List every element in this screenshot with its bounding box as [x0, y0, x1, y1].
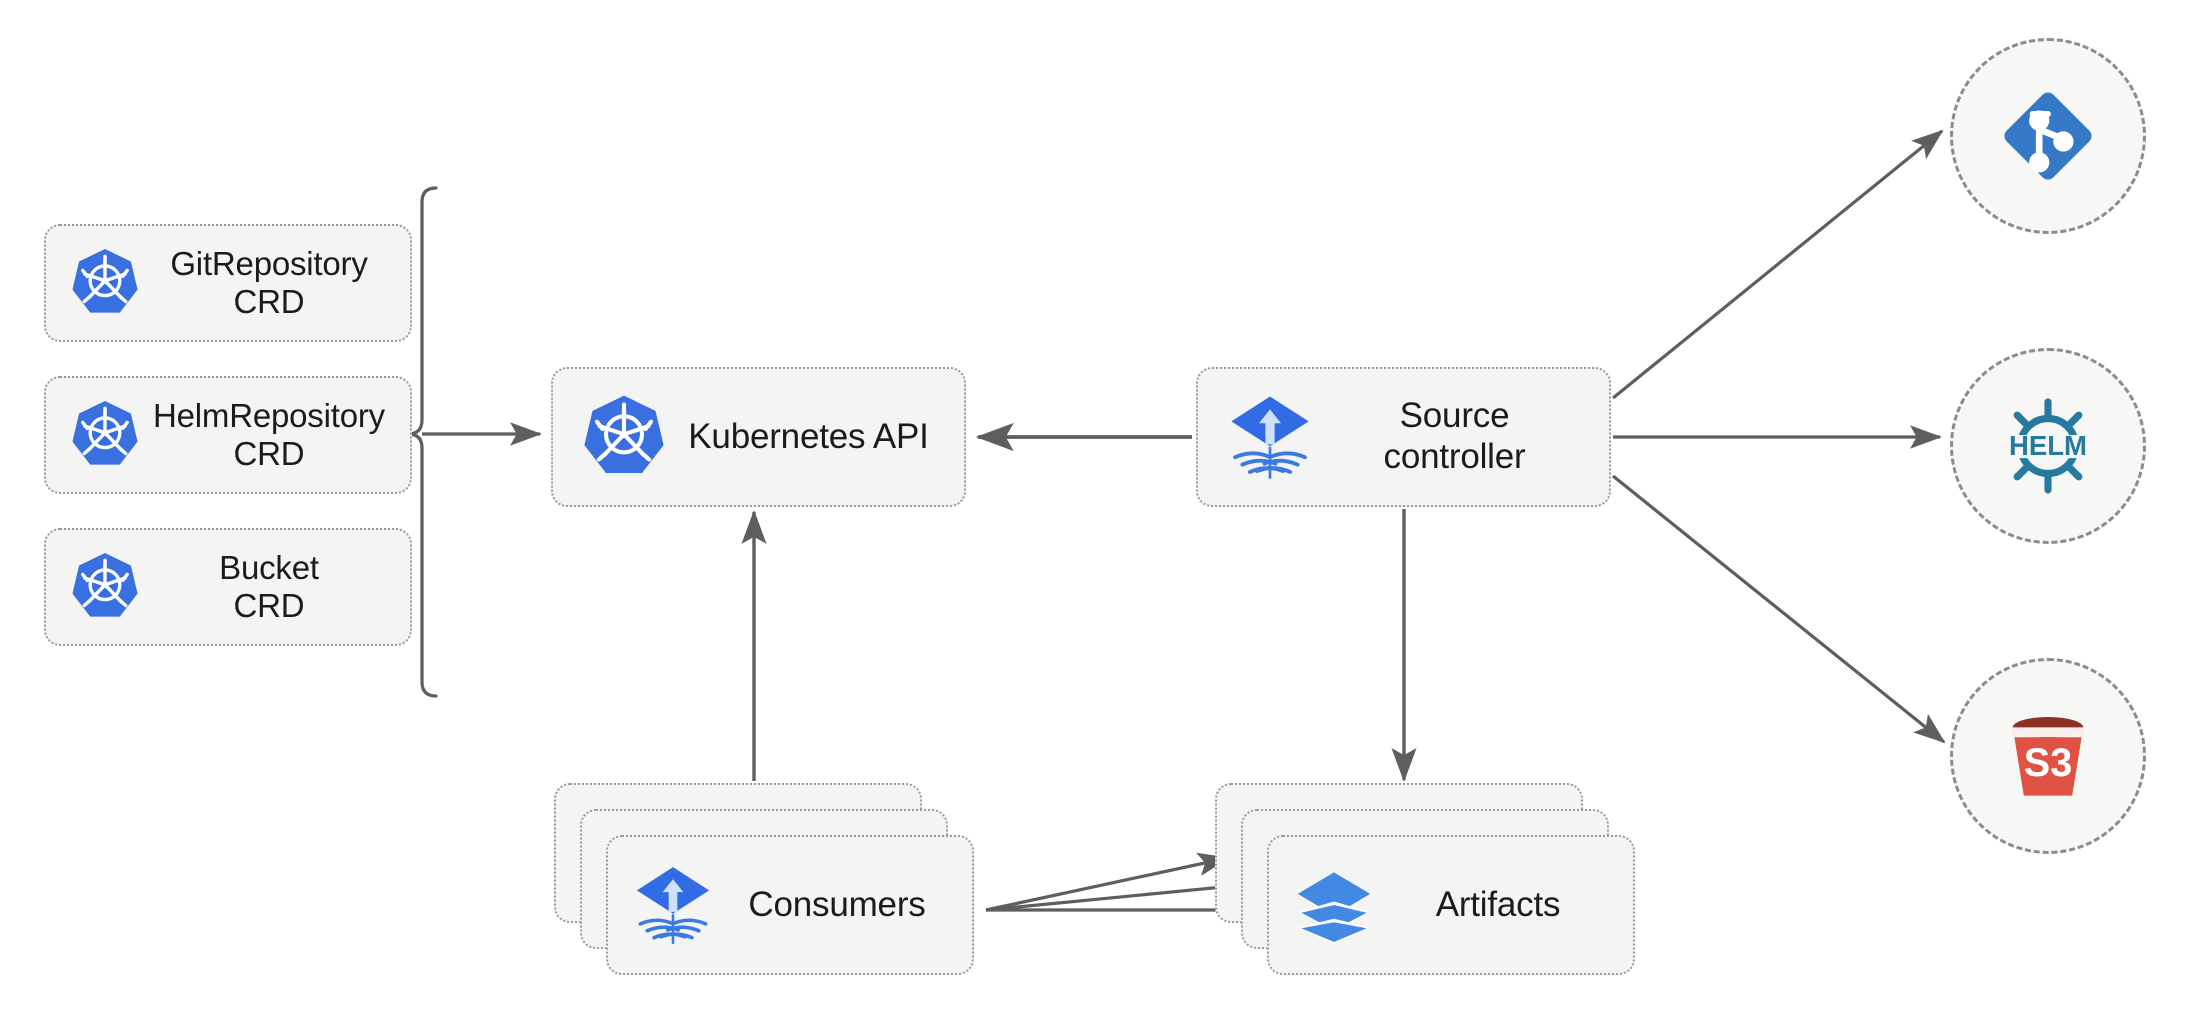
node-label: Kubernetes API — [688, 416, 929, 456]
kubernetes-icon — [68, 246, 142, 320]
node-gitrepository-crd[interactable]: GitRepository CRD — [44, 224, 412, 342]
flux-icon — [630, 862, 716, 948]
helm-icon: HELM — [1993, 391, 2103, 501]
flux-icon — [1224, 391, 1316, 483]
node-helm-source[interactable]: HELM — [1950, 348, 2146, 544]
node-consumers[interactable]: Consumers — [554, 783, 974, 983]
edge-source-to-git — [1611, 129, 1944, 400]
s3-label: S3 — [2024, 741, 2072, 785]
edge-consumers-to-artifacts-2 — [985, 875, 1256, 912]
node-source-controller[interactable]: Source controller — [1196, 367, 1611, 507]
node-label: HelmRepository CRD — [153, 396, 385, 472]
node-helmrepository-crd[interactable]: HelmRepository CRD — [44, 376, 412, 494]
node-bucket-crd[interactable]: Bucket CRD — [44, 528, 412, 646]
node-label: Bucket CRD — [219, 548, 319, 624]
layers-icon — [1291, 862, 1377, 948]
node-kubernetes-api[interactable]: Kubernetes API — [551, 367, 966, 507]
node-label: GitRepository CRD — [170, 244, 368, 320]
node-git-source[interactable] — [1950, 38, 2146, 234]
edge-source-to-s3 — [1611, 474, 1946, 744]
git-icon — [1993, 81, 2103, 191]
node-s3-source[interactable]: S3 — [1950, 658, 2146, 854]
crd-group-brace — [407, 186, 438, 698]
kubernetes-icon — [579, 392, 669, 482]
kubernetes-icon — [68, 550, 142, 624]
consumers-card-front[interactable]: Consumers — [606, 835, 974, 975]
node-artifacts[interactable]: Artifacts — [1215, 783, 1635, 983]
edge-consumers-to-artifacts-1 — [985, 852, 1230, 912]
artifacts-card-front[interactable]: Artifacts — [1267, 835, 1635, 975]
s3-bucket-icon: S3 — [1993, 701, 2103, 811]
node-label: Artifacts — [1435, 884, 1561, 924]
helm-label: HELM — [2009, 430, 2087, 461]
node-label: Consumers — [748, 884, 926, 924]
kubernetes-icon — [68, 398, 142, 472]
node-label: Source controller — [1383, 396, 1526, 476]
